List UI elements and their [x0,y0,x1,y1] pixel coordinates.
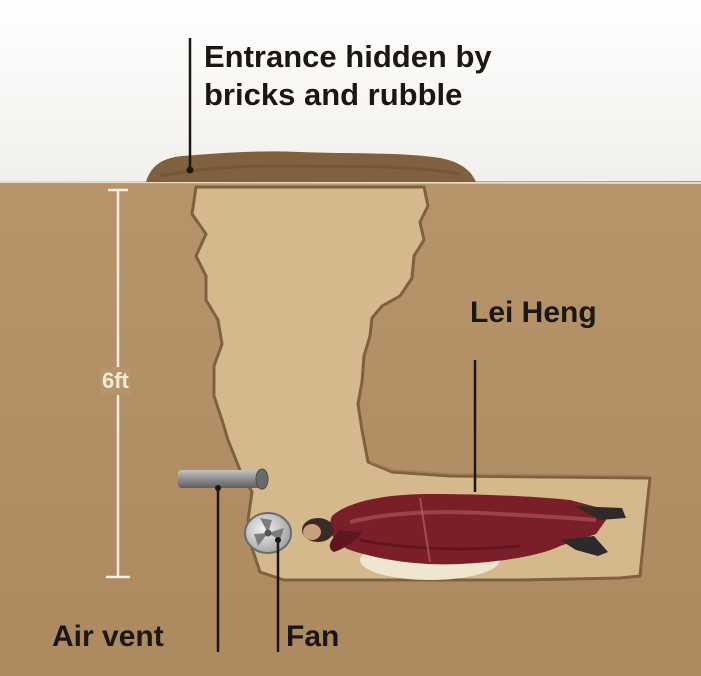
tunnel-shaft [190,185,652,582]
depth-label: 6ft [100,367,131,395]
lying-figure-icon [302,494,626,580]
sky-area [0,0,701,183]
entrance-label-line-2: bricks and rubble [204,77,463,112]
air-vent-label: Air vent [52,620,164,653]
person-label: Lei Heng [470,296,597,329]
entrance-label: Entrance hidden by bricks and rubble [204,38,492,114]
rubble-texture [159,164,461,178]
fan-leader-dot [275,537,281,543]
air-vent-pipe-end [255,468,269,490]
vent-leader-dot [215,485,221,491]
ground-surface-line [0,181,701,184]
entrance-label-line-1: Entrance hidden by [204,39,492,74]
fan-label: Fan [286,620,340,653]
tunnel-inner-shade [369,461,647,477]
entrance-leader-dot [186,166,194,174]
fan-icon [244,512,292,554]
air-vent-pipe [178,470,262,488]
